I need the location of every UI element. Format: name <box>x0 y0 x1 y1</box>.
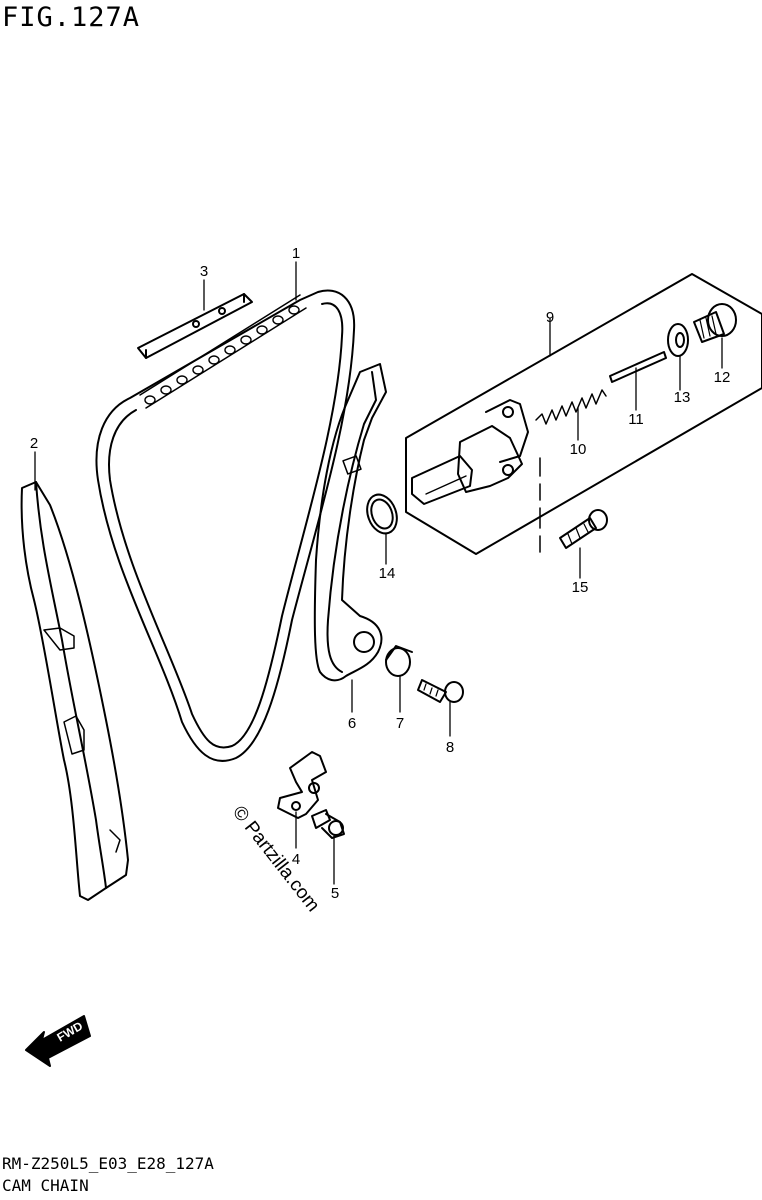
figure-title: FIG.127A <box>2 2 141 33</box>
chain-guide-plate[interactable] <box>137 293 253 359</box>
cam-chain[interactable] <box>95 289 356 762</box>
rod[interactable] <box>609 351 667 383</box>
callout-8: 8 <box>446 739 454 756</box>
cap-bolt[interactable] <box>693 303 737 343</box>
gasket[interactable] <box>667 323 689 357</box>
callout-labels: 1 2 3 4 5 6 7 8 9 10 11 12 13 14 15 <box>30 245 731 902</box>
callout-10: 10 <box>570 441 587 458</box>
diagram-name: CAM CHAIN <box>2 1176 89 1195</box>
tensioner-assembly-box[interactable] <box>405 273 762 555</box>
watermark-text: © Partzilla.com <box>228 802 323 916</box>
callout-9: 9 <box>546 309 554 326</box>
callout-1: 1 <box>292 245 300 262</box>
callout-14: 14 <box>379 565 396 582</box>
diagram-code: RM-Z250L5_E03_E28_127A <box>2 1154 214 1173</box>
bolt-15[interactable] <box>559 509 608 549</box>
leader-lines <box>34 261 723 885</box>
callout-3: 3 <box>200 263 208 280</box>
callout-12: 12 <box>714 369 731 386</box>
chain-links <box>144 305 300 405</box>
spring[interactable] <box>535 389 607 425</box>
forward-arrow-icon <box>25 1015 91 1067</box>
chain-guide-rear[interactable] <box>20 481 129 901</box>
bracket[interactable] <box>277 751 327 819</box>
bolt-5[interactable] <box>311 809 345 839</box>
callout-15: 15 <box>572 579 589 596</box>
callout-11: 11 <box>628 411 644 428</box>
callout-5: 5 <box>331 885 339 902</box>
chain-tensioner-arm[interactable] <box>313 363 387 682</box>
tensioner-body <box>411 399 541 553</box>
callout-6: 6 <box>348 715 356 732</box>
callout-4: 4 <box>292 851 300 868</box>
bolt-8[interactable] <box>417 679 464 703</box>
collar[interactable] <box>385 645 413 677</box>
callout-7: 7 <box>396 715 404 732</box>
callout-13: 13 <box>674 389 691 406</box>
o-ring[interactable] <box>362 490 402 537</box>
callout-2: 2 <box>30 435 38 452</box>
